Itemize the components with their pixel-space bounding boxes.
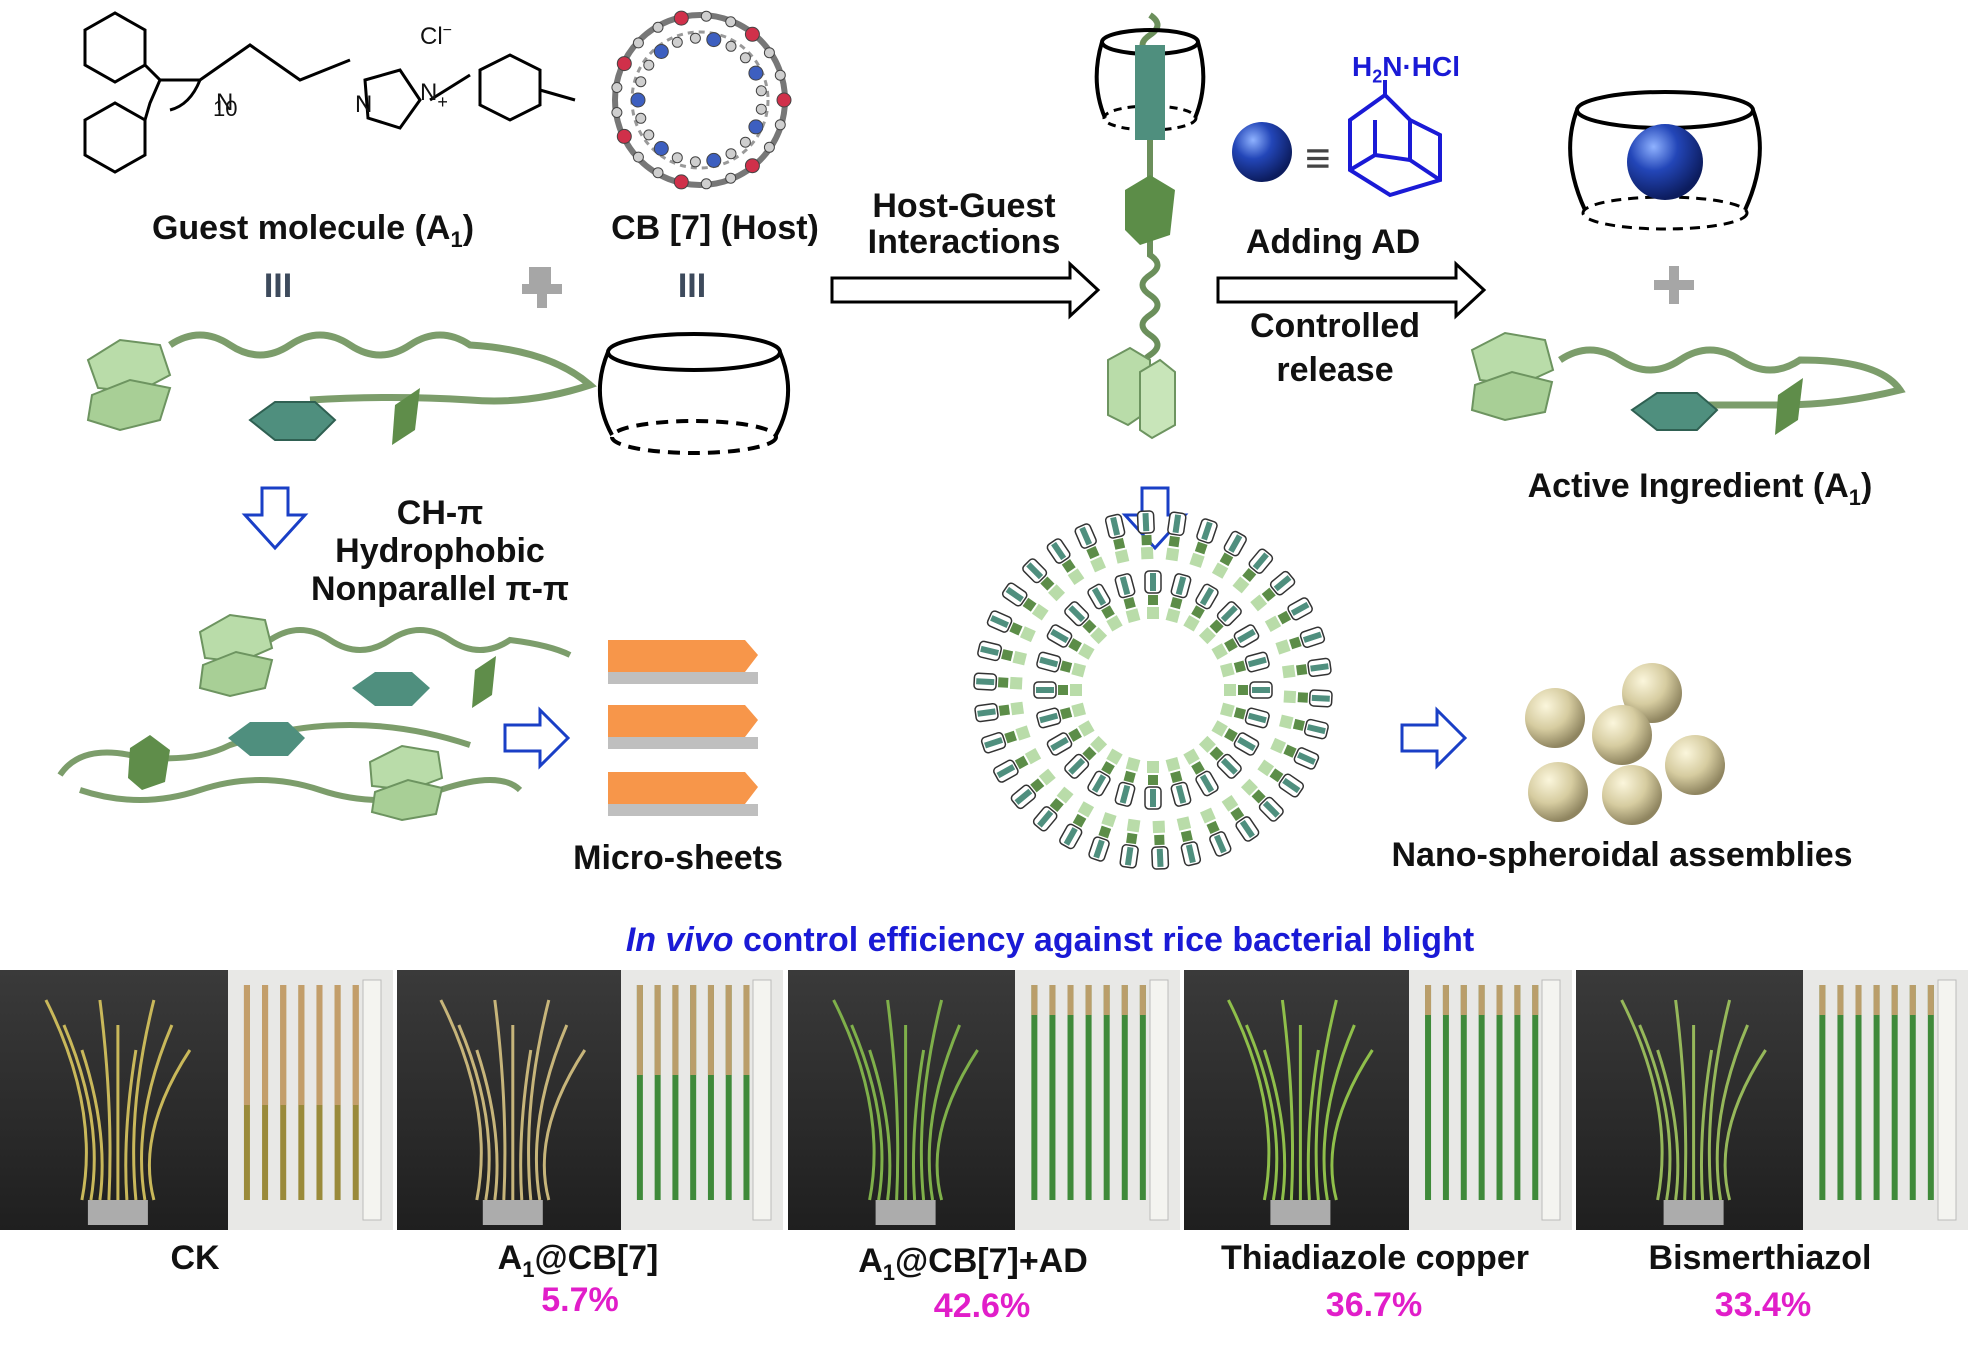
- guest-cartoon: [86, 331, 597, 445]
- in-vivo-title: In vivo control efficiency against rice …: [625, 921, 1475, 959]
- nano-ring-assembly: [973, 510, 1333, 870]
- treatment-label-bismerthiazol: Bismerthiazol: [1648, 1239, 1872, 1277]
- controlled-label-line1: Controlled: [1250, 307, 1420, 345]
- photo-bismerthiazol: [1576, 970, 1968, 1230]
- equivalence-mark-host: III: [677, 267, 707, 305]
- photo-a1-cb7-ad: [788, 970, 1180, 1230]
- chain-subscript: 10: [213, 96, 238, 121]
- adamantane-formula: H2N·HCl: [1352, 51, 1461, 87]
- chloride-ion: Cl−: [420, 22, 453, 50]
- guest-molecule-label: Guest molecule (A1): [151, 209, 475, 252]
- interaction-label-line1: Host-Guest: [872, 187, 1056, 225]
- efficiency-bismerthiazol: 33.4%: [1714, 1286, 1812, 1324]
- efficiency-thiadiazole-copper: 36.7%: [1325, 1286, 1423, 1324]
- adamantane-structure: [1348, 80, 1442, 198]
- force-label-ch-pi: CH-π: [396, 494, 484, 532]
- adamantane-sphere: [1232, 122, 1292, 182]
- plus-signs: [522, 266, 1694, 308]
- host-guest-complex: [1094, 12, 1206, 440]
- nano-assemblies-label: Nano-spheroidal assemblies: [1391, 836, 1853, 874]
- interaction-label-line2: Interactions: [867, 223, 1061, 261]
- photo-thiadiazole-copper: [1184, 970, 1572, 1230]
- force-label-hydrophobic: Hydrophobic: [335, 532, 545, 570]
- cb7-atoms: [611, 10, 792, 190]
- nano-spheres: [1525, 663, 1725, 825]
- cb7-barrel-cartoon: [598, 332, 790, 455]
- equivalence-mark-guest: III: [263, 267, 293, 305]
- n-atom-2: N: [355, 91, 373, 118]
- host-label: CB [7] (Host): [611, 209, 819, 247]
- treatment-label-thiadiazole-copper: Thiadiazole copper: [1221, 1239, 1529, 1277]
- treatment-label-a1-cb7-ad: A1@CB[7]+AD: [858, 1242, 1088, 1285]
- micro-sheets-label: Micro-sheets: [573, 839, 783, 877]
- force-label-nonparallel: Nonparallel π-π: [311, 570, 569, 608]
- treatment-label-a1-cb7: A1@CB[7]: [497, 1239, 659, 1282]
- released-guest-cartoon: [1470, 331, 1906, 435]
- controlled-label-line2: release: [1276, 351, 1394, 389]
- cb7-ad-complex: [1568, 90, 1762, 231]
- stacked-guest-cartoon: [57, 613, 572, 822]
- photo-ck: [0, 970, 393, 1230]
- carbazole-structure: [83, 11, 576, 174]
- efficiency-a1-cb7-ad: 42.6%: [933, 1287, 1031, 1325]
- n-atom-1: N: [216, 89, 234, 116]
- active-ingredient-label: Active Ingredient (A1): [1527, 467, 1873, 510]
- adding-ad-label: Adding AD: [1245, 223, 1421, 261]
- n-atom-3: N+: [420, 79, 448, 112]
- process-arrows: [830, 260, 1487, 320]
- photo-a1-cb7: [397, 970, 783, 1230]
- treatment-label-ck: CK: [170, 1239, 220, 1277]
- efficiency-a1-cb7: 5.7%: [541, 1281, 619, 1319]
- equivalence-sign: ≡: [1305, 134, 1331, 183]
- micro-sheets: [608, 640, 758, 816]
